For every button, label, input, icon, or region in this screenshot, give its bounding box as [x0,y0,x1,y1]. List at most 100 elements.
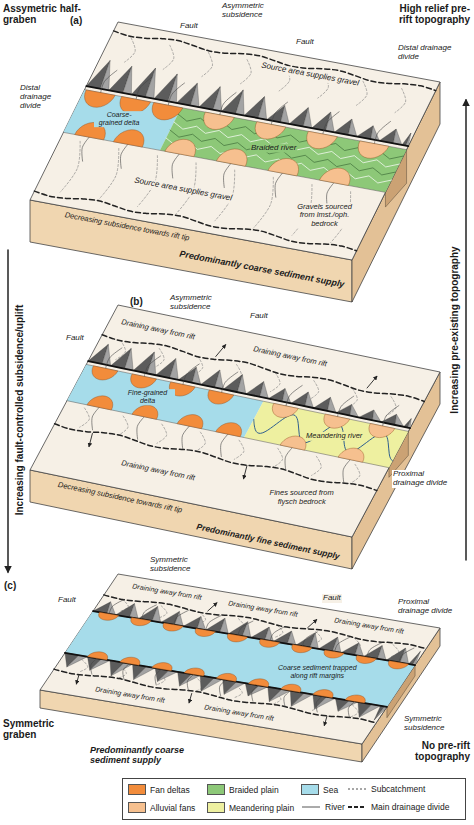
subcatchment-line [163,45,174,69]
block-diagram [30,305,440,569]
river-line [219,680,226,696]
legend-swatch [128,784,146,795]
drainage-divide [55,424,377,491]
legend-line-sample [347,784,367,794]
river-line [335,637,350,651]
fault-scarp [409,651,421,664]
river-line [323,112,339,134]
fault-line [88,361,410,428]
alluvial-fan [324,414,350,428]
alluvial-fan [280,436,306,450]
legend-item: Fan deltas [128,784,190,795]
river-line [183,364,199,384]
sediment-note: Coarse sediment trapped along rift margi… [272,664,362,680]
subcatchment-line [309,381,319,400]
fault-scarp [303,108,312,128]
panel-letter: (a) [70,15,82,26]
fan-delta [313,690,333,698]
fan-delta [195,628,215,636]
fault-scarp [134,667,156,680]
panel-letter: (c) [4,580,16,591]
subcatchment-line [79,660,88,672]
block-top-surface [40,574,440,744]
river-line [284,691,291,707]
panel-letter: (b) [130,296,143,307]
river-line [286,385,302,405]
fault-scarp [192,367,201,384]
river-line [337,396,353,416]
fan-delta [132,405,158,419]
subcatchment-line [348,389,358,408]
subcatchment-line [273,448,283,467]
subcatchment-line [99,149,119,200]
river-line [252,685,259,701]
fan-delta [356,655,376,663]
trend-arrow [7,250,9,572]
subcatchment-line [80,408,90,427]
supply-label: Predominantly coarse sediment supply [90,745,225,765]
river-line [383,406,399,426]
legend-text: River [325,802,345,812]
panel-heading: Assymetric half-graben [3,3,81,25]
basin-margin [86,364,408,431]
fault-scarp [213,87,222,112]
fault-label: Fault [58,596,76,605]
alluvial-fan [204,112,235,129]
fault-scarp [258,97,267,120]
fault-scarp [100,60,110,90]
legend-line [302,807,320,808]
block-diagram [30,22,440,302]
basin-margin [67,401,389,468]
legend-item: Alluvial fans [128,802,195,813]
river-line [222,372,238,392]
fault-line [93,611,415,665]
trend-arrows [8,100,466,572]
fault-scarp [402,133,411,146]
subcatchment-line [196,432,206,451]
river-line [82,137,89,161]
basin-fill [65,611,415,707]
subcatchment-line [202,52,213,76]
legend-box: Fan deltasBraided plainSeaSubcatchmentAl… [122,778,466,820]
fault-scarp [291,693,313,706]
drainage-arrow [244,466,247,479]
fault-scarp [265,627,274,641]
river-line [187,674,194,690]
drainage-arrow [189,694,192,703]
subsidence-label: Symmetric subsidence [404,715,462,733]
river-line [221,434,228,456]
river-label: Meandering river [305,432,363,440]
panel-heading: Symmetric graben [3,718,75,740]
fan-delta [216,423,242,437]
river-line [172,154,179,178]
fan-delta [184,668,204,676]
bedrock-label: Gravels sourced from lmst./oph. bedrock [293,203,357,228]
axis-label: Increasing pre-existing topography [449,210,460,450]
river-line [106,348,122,368]
fault-scarp [152,606,161,622]
drainage-arrow [216,345,226,357]
fan-delta [345,695,365,703]
fault-scarp [147,352,156,375]
fault-scarp [406,133,411,146]
fault-scarp [145,68,155,99]
fault-label: Fault [296,38,314,47]
alluvial-fan [216,149,247,166]
legend-item: River [301,802,345,812]
legend-text: Fan deltas [150,785,190,795]
river-label: Braided river [250,144,297,153]
fault-scarp [123,66,132,94]
fan-delta [131,618,151,626]
fault-scarp [220,618,229,634]
fan-delta [292,645,312,653]
river-line [109,600,124,614]
fault-scarp [125,348,134,370]
basin-margin [63,132,385,192]
fan-delta [131,374,157,388]
alluvial-fan [369,423,395,437]
river-line [238,621,253,635]
subcatchment-line [395,88,406,112]
subsidence-label: Asymmetric subsidence [222,2,286,20]
fan-delta [152,663,172,671]
river-line [302,632,317,646]
